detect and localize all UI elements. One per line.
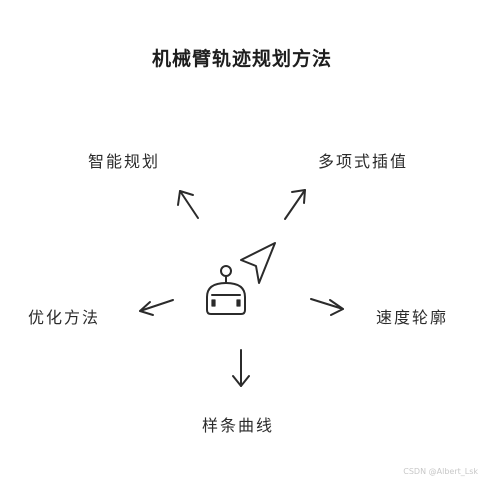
- arrow-to-speed-profile: [310, 298, 344, 316]
- node-spline-curve: 样条曲线: [202, 416, 275, 435]
- arrow-to-optimization: [139, 299, 174, 316]
- arrow-to-spline-curve: [232, 349, 250, 387]
- node-polynomial-interpolation: 多项式插值: [318, 152, 409, 171]
- node-smart-planning: 智能规划: [88, 152, 161, 171]
- cursor-arrow-icon: [240, 242, 276, 284]
- node-speed-profile: 速度轮廓: [376, 308, 449, 327]
- arrow-to-smart-planning: [177, 190, 199, 219]
- robot-head-icon: [206, 265, 246, 315]
- diagram-title: 机械臂轨迹规划方法: [151, 48, 332, 70]
- node-optimization-method: 优化方法: [28, 308, 101, 327]
- arrow-to-polynomial-interpolation: [284, 189, 306, 220]
- watermark: CSDN @Albert_Lsk: [403, 467, 478, 476]
